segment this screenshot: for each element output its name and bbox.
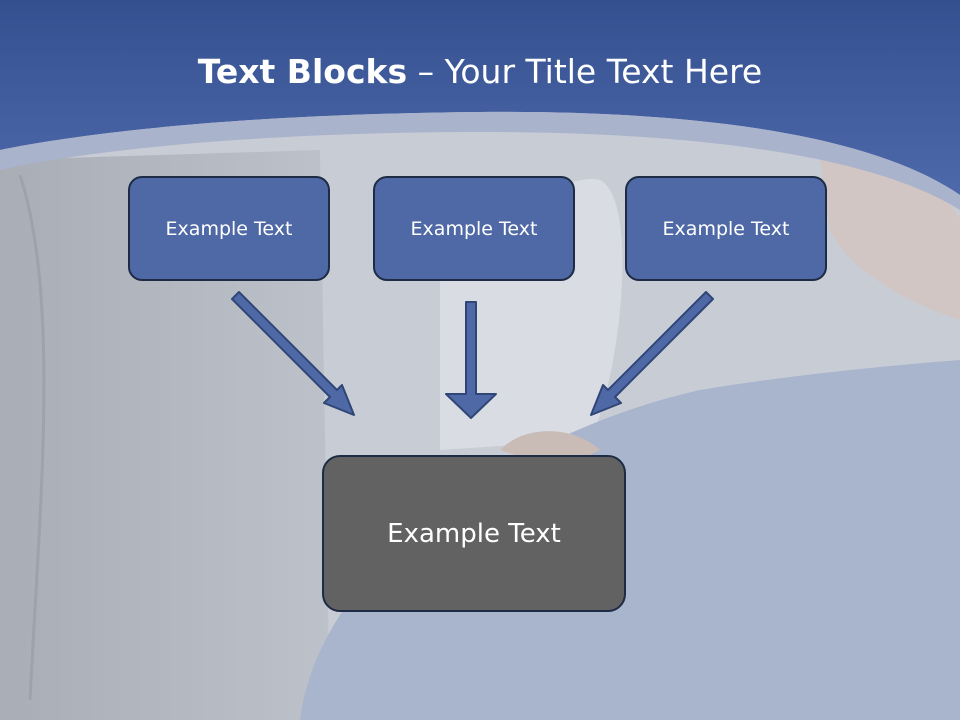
title-bold: Text Blocks [197, 52, 408, 91]
jeans-shape [300, 360, 960, 720]
sofa-seam [18, 174, 46, 701]
header-swoosh [0, 111, 960, 210]
sofa-shape [0, 150, 330, 720]
arrow-right [590, 291, 714, 416]
text-box-3[interactable]: Example Text [625, 176, 827, 281]
slide-title: Text Blocks – Your Title Text Here [0, 52, 960, 91]
center-text-box-label: Example Text [387, 518, 561, 549]
title-rest: Your Title Text Here [444, 52, 763, 91]
arrow-left [231, 291, 355, 416]
center-text-box[interactable]: Example Text [322, 455, 626, 612]
text-box-2-label: Example Text [410, 217, 538, 240]
text-box-2[interactable]: Example Text [373, 176, 575, 281]
face-shape [820, 158, 960, 320]
header-band [0, 0, 960, 195]
title-dash: – [407, 52, 445, 91]
arrow-center [445, 301, 497, 419]
text-box-1[interactable]: Example Text [128, 176, 330, 281]
text-box-1-label: Example Text [165, 217, 293, 240]
text-box-3-label: Example Text [662, 217, 790, 240]
